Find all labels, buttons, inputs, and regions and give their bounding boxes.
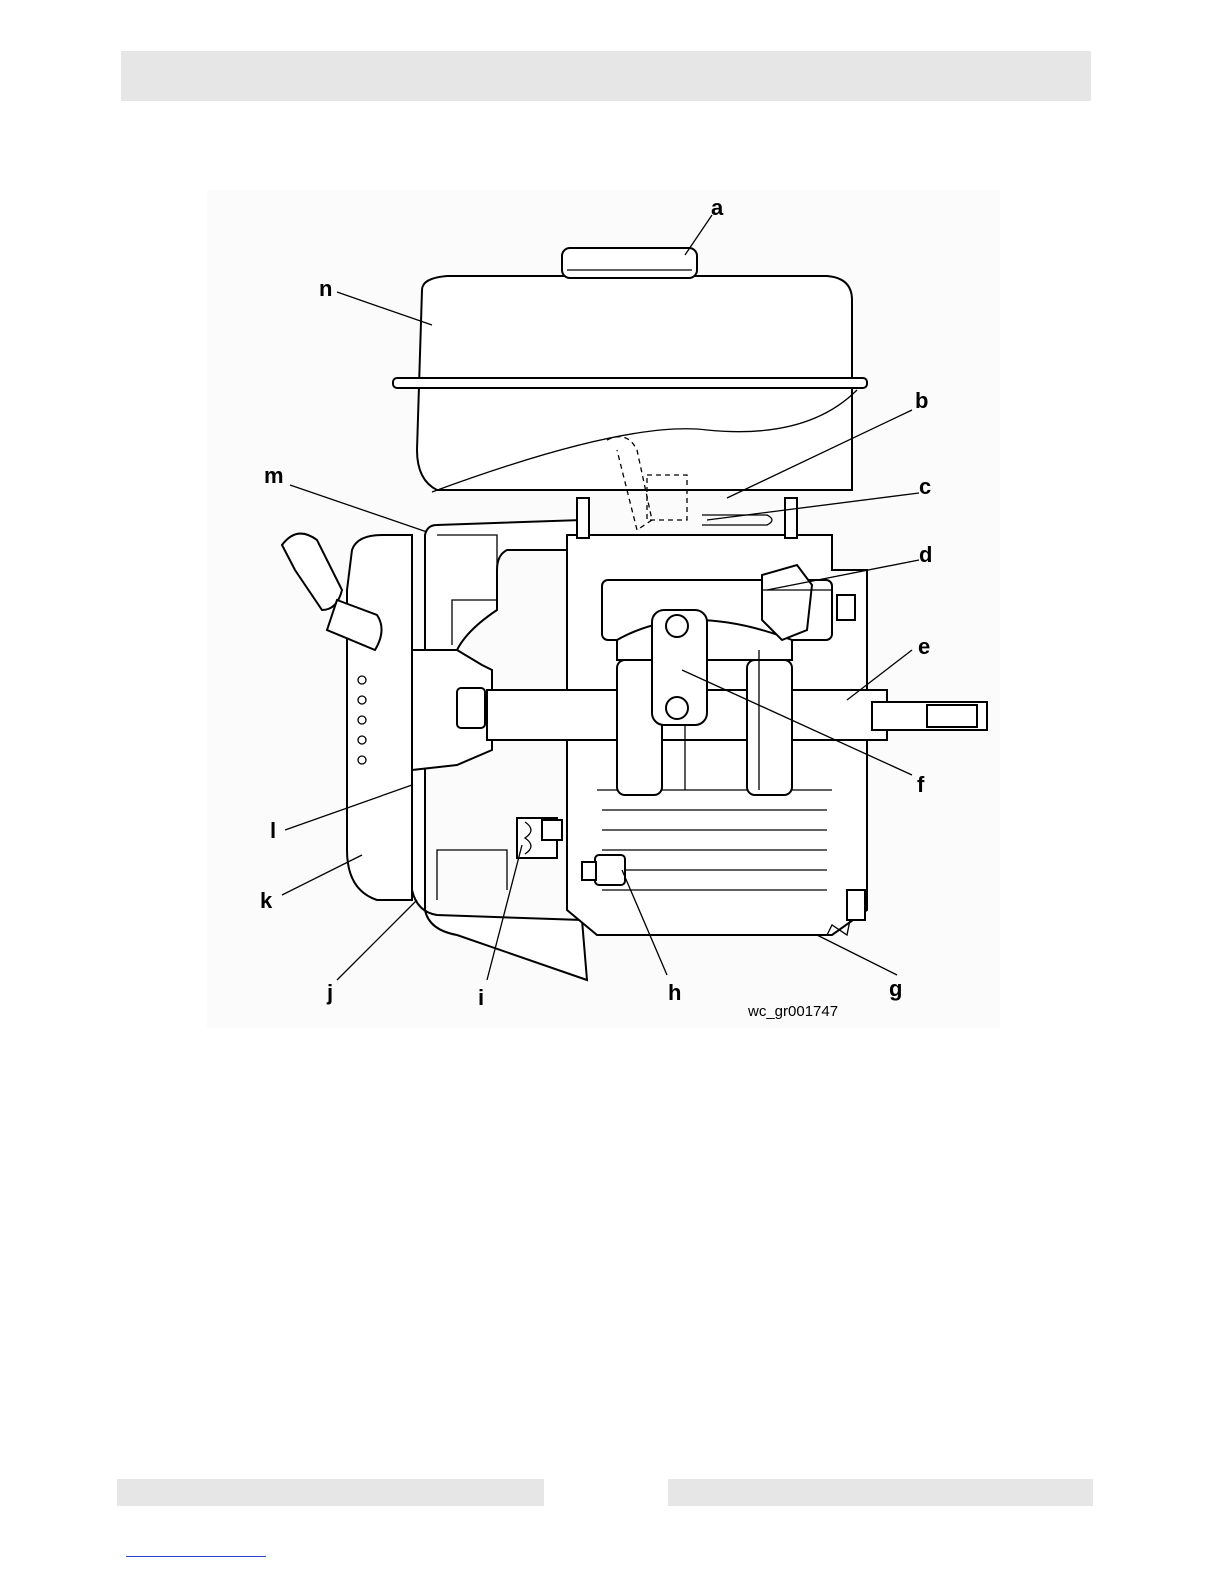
engine-cutaway-figure: a b c d e f g h i j k l m n wc_gr001747 — [207, 190, 1000, 1028]
leader-line-g — [817, 935, 897, 975]
leader-line-j — [337, 900, 417, 980]
callout-f: f — [917, 772, 925, 797]
leader-line-i — [487, 845, 522, 980]
leader-line-n — [337, 292, 432, 325]
ignition-coil — [517, 818, 562, 858]
callout-i: i — [478, 985, 484, 1010]
leader-line-a — [685, 215, 712, 255]
callout-l: l — [270, 818, 276, 843]
leader-line-m — [290, 485, 427, 532]
footer-link-underline[interactable] — [126, 1556, 266, 1557]
callout-j: j — [326, 980, 333, 1005]
callout-c: c — [919, 474, 931, 499]
engine-drawing: a b c d e f g h i j k l m n wc_gr001747 — [207, 190, 1000, 1028]
fuel-cap — [562, 248, 697, 278]
callout-d: d — [919, 542, 932, 567]
callout-a: a — [711, 195, 724, 220]
leader-line-c — [707, 493, 919, 520]
footer-bar-left — [117, 1479, 544, 1506]
callout-n: n — [319, 276, 332, 301]
callout-e: e — [918, 634, 930, 659]
callout-h: h — [668, 980, 681, 1005]
callout-m: m — [264, 463, 284, 488]
footer-bar-right — [668, 1479, 1093, 1506]
recoil-starter — [347, 535, 412, 900]
callout-k: k — [260, 888, 273, 913]
flywheel — [412, 650, 492, 770]
callout-b: b — [915, 388, 928, 413]
figure-reference-id: wc_gr001747 — [747, 1003, 838, 1020]
callout-g: g — [889, 976, 902, 1001]
header-bar — [121, 51, 1091, 101]
fuel-tank — [393, 276, 867, 492]
